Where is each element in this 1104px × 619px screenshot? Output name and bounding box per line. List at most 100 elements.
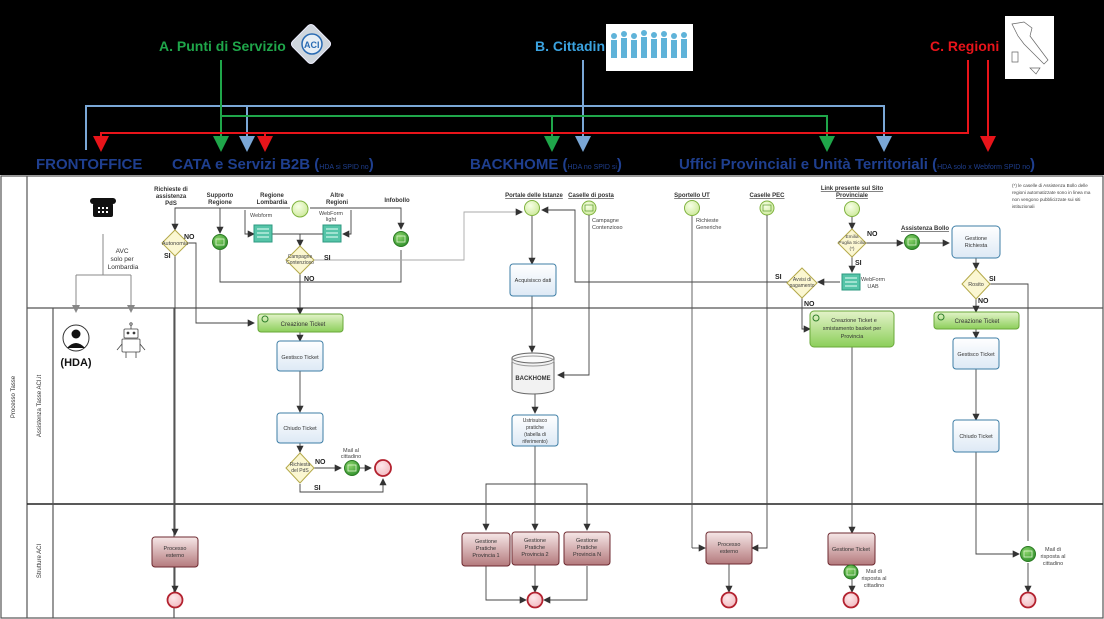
label-si: SI [855,260,862,267]
start-event-regioni[interactable] [291,200,309,218]
task-gestione-ticket-provincia[interactable]: Gestione Ticket [827,532,876,566]
webform-lombardia[interactable] [253,224,273,243]
label-no: NO [804,301,815,308]
end-event [166,591,184,609]
source-punti-di-servizio: A. Punti di Servizio ACI [159,23,332,65]
channel-cata: CATA e Servizi B2B (HDA si SPID no) [172,156,374,173]
svg-text:Chiudo Ticket: Chiudo Ticket [283,426,317,432]
task-chiudo-ticket-bollo[interactable]: Chiudo Ticket [952,419,1000,453]
webform-light-altre[interactable] [322,224,342,243]
assistenza-bollo-label: Assistenza Bollo [901,226,949,232]
message-event-infobollo[interactable] [393,231,409,247]
svg-text:Chiudo Ticket: Chiudo Ticket [959,434,993,440]
svg-text:Gestione Ticket: Gestione Ticket [832,547,870,553]
pool-label: Processo Tasse [11,375,17,418]
start-event-sportello[interactable] [684,200,700,216]
channel-frontoffice: FRONTOFFICE [36,156,142,173]
message-event-mail-risposta-bollo[interactable] [1020,546,1036,562]
gear-icon [937,313,945,321]
source-cittadini: B. Cittadini [535,24,693,71]
italy-map-icon [1005,16,1054,79]
end-event [526,591,544,609]
svg-text:Rosito: Rosito [968,282,984,288]
message-event-mail-risposta-provincia[interactable] [843,564,859,580]
task-chiudo-ticket[interactable]: Chiudo Ticket [276,412,324,444]
lane-label-strutture: Strutture ACI [37,543,43,578]
gear-icon [812,314,820,322]
avc-label: AVC solo per Lombardia [108,248,139,271]
webform-uab[interactable] [841,273,861,291]
gateway-autonomia[interactable]: Autonomia [161,229,189,257]
svg-text:Acquisisco dati: Acquisisco dati [515,278,552,284]
message-event-mail-cittadino[interactable] [344,460,360,476]
robot-icon [116,322,146,358]
envelope-icon [907,238,917,246]
webform-label: Webform [250,213,273,219]
envelope-icon [347,464,357,472]
pool-structure [0,175,1104,619]
footnote: (*) le caselle di Assistenza Bollo delle… [1012,183,1091,209]
task-creazione-ticket-bollo[interactable]: Creazione Ticket [933,311,1020,330]
start-event-link-sito[interactable] [844,201,860,217]
end-event [842,591,860,609]
task-gestisco-ticket[interactable]: Gestisco Ticket [276,340,324,372]
phone-icon [90,198,116,217]
message-event-caselle-posta[interactable] [581,200,597,216]
channel-uffici: Uffici Provinciali e Unità Territoriali … [679,156,1035,173]
source-regioni: C. Regioni [930,16,1054,79]
source-label: A. Punti di Servizio [159,38,286,54]
database-backhome: BACKHOME [511,352,555,395]
caselle-posta-label: Caselle di posta [568,193,614,199]
envelope-icon [846,568,856,576]
task-creazione-ticket[interactable]: Creazione Ticket [257,313,344,333]
message-event-assistenza-bollo[interactable] [904,234,920,250]
label-no: NO [304,276,315,283]
svg-text:Gestisco Ticket: Gestisco Ticket [281,355,319,361]
hda-operator-icon [62,324,90,352]
gateway-rosito[interactable]: Rosito [961,268,991,300]
svg-text:Creazione Ticket: Creazione Ticket [955,319,1000,325]
channel-backhome: BACKHOME (HDA no SPID si) [470,156,622,173]
start-event-portale[interactable] [524,200,540,216]
lane-label-assistenza: Assistenza Tasse ACI.it [37,375,43,438]
message-event-caselle-pec[interactable] [759,200,775,216]
header-connectors [85,60,996,152]
sportello-ut-label: Sportello UT [674,193,710,199]
task-gestisco-ticket-bollo[interactable]: Gestisco Ticket [952,337,1000,370]
message-event-supporto[interactable] [212,234,228,250]
label-si: SI [164,253,171,260]
end-event [720,591,738,609]
caselle-pec-label: Caselle PEC [749,193,785,199]
task-acquisisco-dati[interactable]: Acquisisco dati [509,263,557,297]
source-label: C. Regioni [930,38,999,54]
